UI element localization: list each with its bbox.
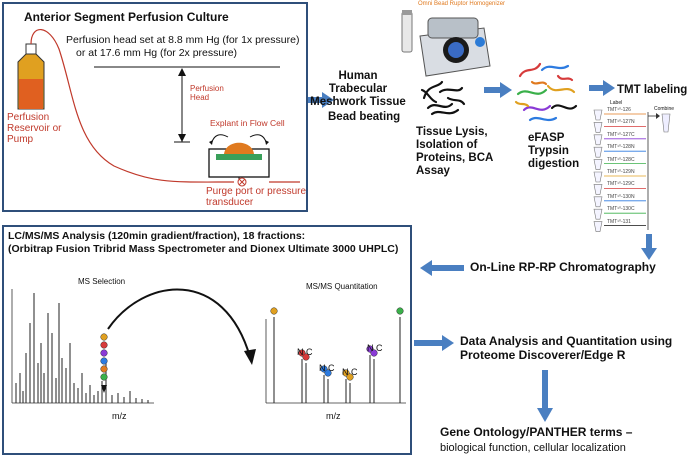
selection-dot — [101, 350, 108, 357]
tmt-channel-label: TMT¹⁰-127C — [607, 132, 635, 138]
selection-dot — [101, 374, 108, 381]
selection-dot — [101, 358, 108, 365]
tmt-tube — [594, 135, 602, 145]
efasp-label: eFASP Trypsin digestion — [528, 132, 590, 171]
bead-beating-label: Bead beating — [328, 111, 400, 124]
arrow-to-efasp — [484, 82, 512, 98]
perfusion-head-label: Perfusion Head — [190, 84, 226, 102]
purge-label: Purge port or pressure transducer — [206, 186, 316, 208]
nc-label-3: N C — [342, 367, 358, 377]
tissue-lysis-label: Tissue Lysis, Isolation of Proteins, BCA… — [416, 126, 498, 178]
tmt-channel-label: TMT¹⁰-131 — [607, 219, 631, 225]
perfusion-apparatus — [4, 4, 306, 210]
go-label: Gene Ontology/PANTHER terms – — [440, 426, 632, 439]
tmt-channel-label: TMT¹⁰-128C — [607, 157, 635, 163]
nc-label-2: N C — [319, 363, 335, 373]
tmt-channel-label: TMT¹⁰-130C — [607, 206, 635, 212]
nc-label-4: N C — [367, 343, 383, 353]
tmt-channel-label: TMT¹⁰-128N — [607, 144, 635, 150]
ms2-dot — [271, 308, 278, 315]
htm-label: Human Trabecular Meshwork Tissue — [308, 70, 408, 109]
tmt-channel-label: TMT¹⁰-130N — [607, 194, 635, 200]
tmt-channel-label: TMT¹⁰-126 — [607, 107, 631, 113]
ms1-xlabel: m/z — [112, 411, 127, 421]
tmt-channel-label: TMT¹⁰-129C — [607, 181, 635, 187]
tmt-tube — [594, 160, 602, 170]
tmt-channel-label: TMT¹⁰-127N — [607, 119, 635, 125]
tmt-tube — [594, 122, 602, 132]
tmt-tube — [594, 147, 602, 157]
online-chromatography-label: On-Line RP-RP Chromatography — [470, 261, 656, 274]
tmt-label: TMT labeling — [617, 84, 687, 97]
homogenizer-image — [398, 6, 494, 80]
reservoir-label: Perfusion Reservoir or Pump — [7, 112, 73, 145]
tmt-tube — [594, 209, 602, 219]
go-sub-label: biological function, cellular localizati… — [440, 442, 626, 454]
ms2-dot — [397, 308, 404, 315]
selection-dot — [101, 342, 108, 349]
arrow-to-tmt — [589, 80, 615, 96]
peptide-image — [512, 56, 580, 128]
arrow-down-tmt — [641, 234, 657, 260]
selection-dot — [101, 366, 108, 373]
nc-label-1: N C — [297, 347, 313, 357]
lcms-box: LC/MS/MS Analysis (120min gradient/fract… — [2, 225, 412, 455]
arrow-to-data-analysis — [414, 335, 454, 351]
data-analysis-label: Data Analysis and Quantitation using Pro… — [460, 334, 686, 362]
tmt-tube — [594, 184, 602, 194]
tmt-tube — [594, 197, 602, 207]
tmt-tube — [594, 172, 602, 182]
tmt-tube — [594, 110, 602, 120]
tissue-blob — [418, 78, 468, 120]
tmt-channel-label: TMT¹⁰-129N — [607, 169, 635, 175]
selection-dot — [101, 334, 108, 341]
ms2-xlabel: m/z — [326, 411, 341, 421]
explant-label: Explant in Flow Cell — [210, 118, 285, 128]
ms-spectra-graphic — [4, 227, 410, 453]
perfusion-culture-box: Anterior Segment Perfusion Culture Perfu… — [2, 2, 308, 212]
arrow-to-lcms — [420, 260, 464, 276]
tmt-tube — [594, 222, 602, 232]
arrow-to-go — [537, 370, 553, 422]
